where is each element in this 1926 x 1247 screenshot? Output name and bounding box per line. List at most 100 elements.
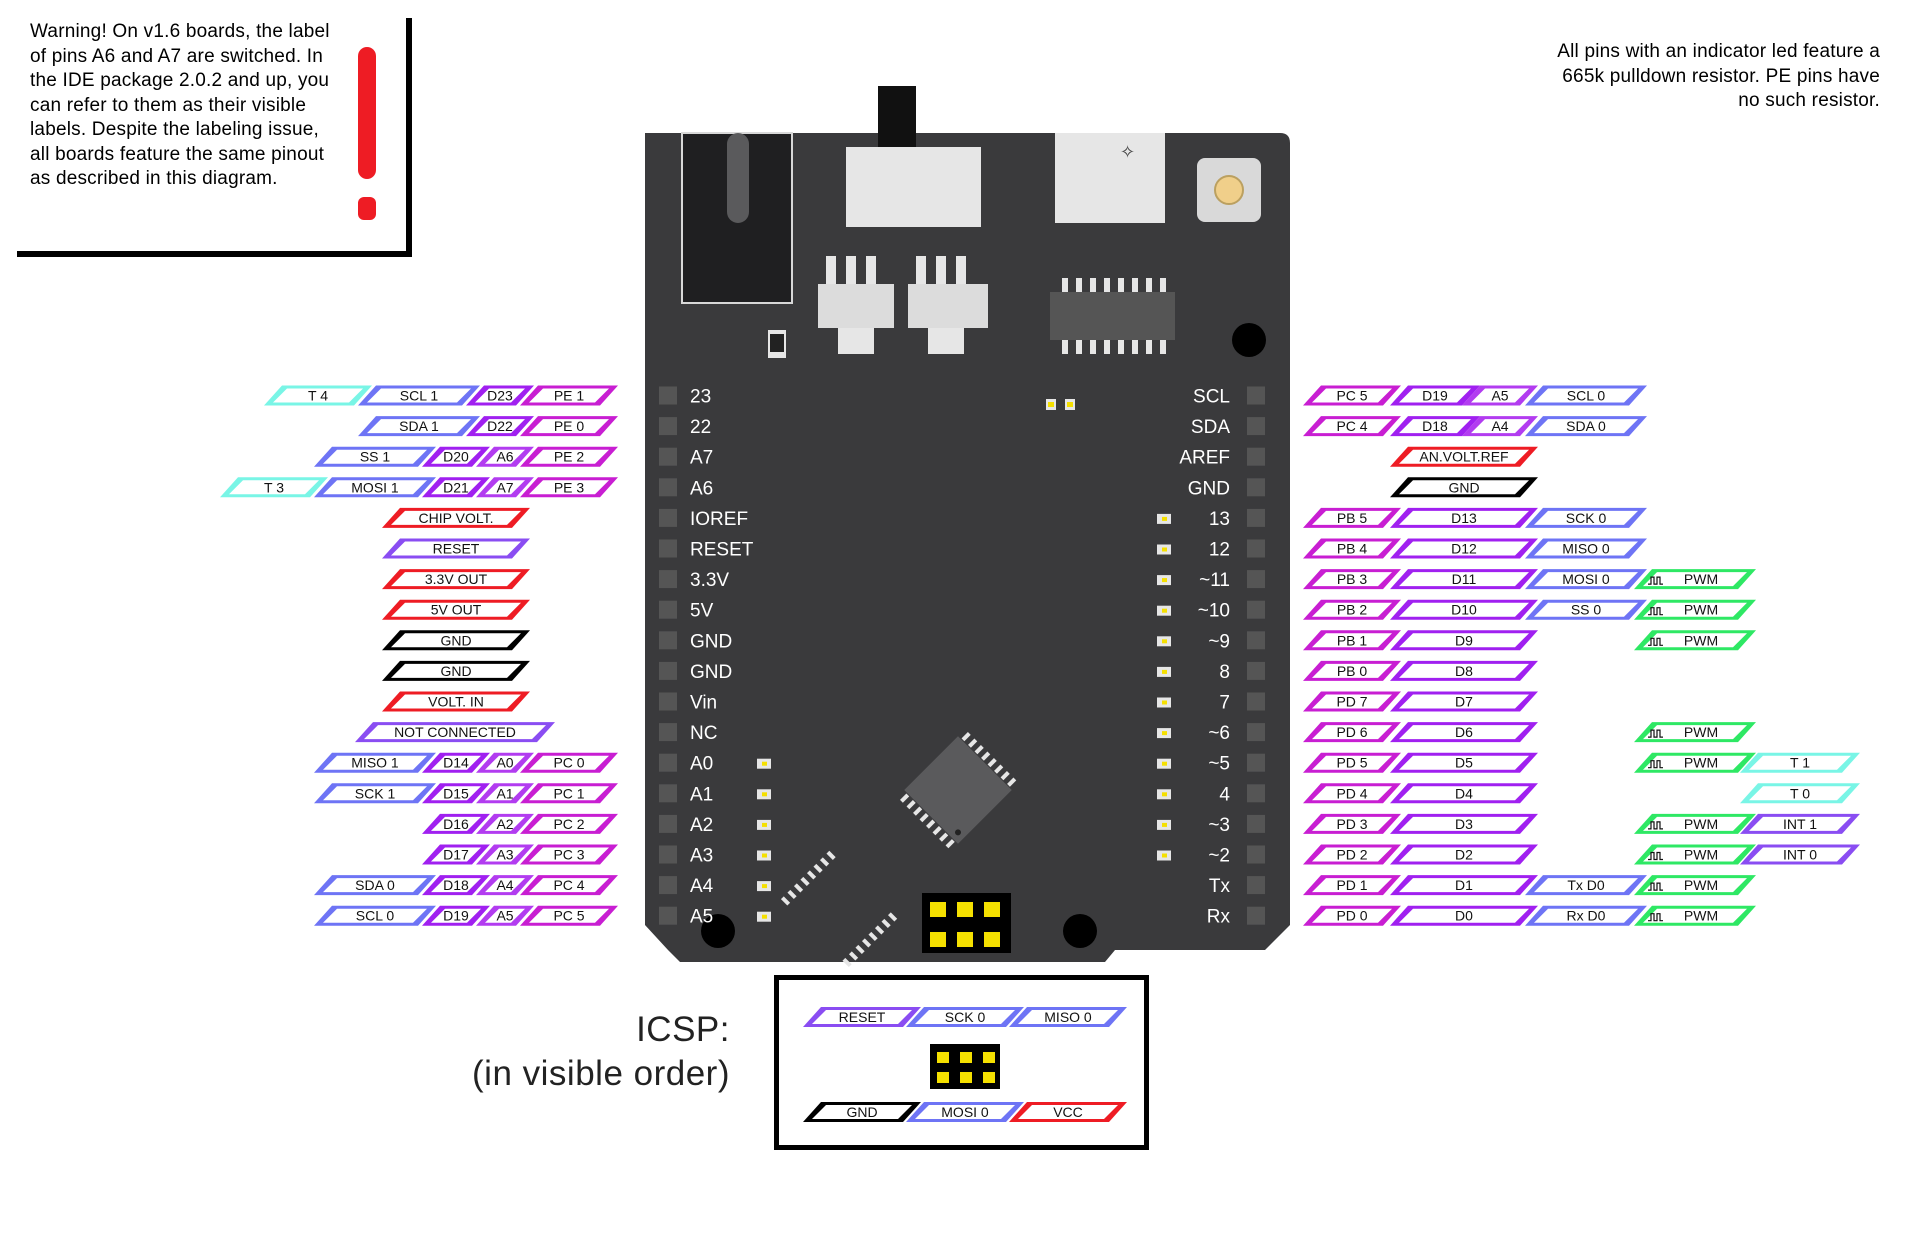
pin-label-aref: AREF — [1179, 448, 1230, 469]
pin-tag-inner — [529, 480, 609, 495]
chip-pin — [926, 819, 936, 829]
indicator-led-light — [1162, 792, 1167, 797]
pin-tag-text: PE 0 — [554, 418, 585, 434]
pin-label-vin: Vin — [690, 693, 717, 714]
pin-tag-text: SS 0 — [1571, 602, 1602, 618]
chip-pin — [919, 813, 929, 823]
pin-tag-inner — [1534, 388, 1638, 403]
pin-tag-inner — [1312, 663, 1392, 678]
pin-tag-d14: D14 — [422, 752, 490, 773]
pin-tag-text: PE 3 — [554, 479, 585, 495]
pin-tag-a0: A0 — [476, 752, 534, 773]
pin-tag-text: PWM — [1684, 755, 1718, 771]
pin-tag-pb-5: PB 5 — [1303, 507, 1401, 528]
indicator-led-light — [1162, 731, 1167, 736]
pin-label-11: ~11 — [1199, 570, 1230, 591]
pin-tag-chip-volt: CHIP VOLT. — [382, 507, 530, 528]
pin-tag-d9: D9 — [1390, 630, 1538, 651]
header-pin — [1247, 784, 1265, 803]
pin-tag-text: INT 1 — [1783, 816, 1817, 832]
pin-tag-text: PD 7 — [1336, 694, 1367, 710]
chip-pin — [981, 751, 991, 761]
pin-tag-inner — [1534, 510, 1638, 525]
chip-pin — [1160, 278, 1166, 292]
pin-tag-inner — [1534, 572, 1638, 587]
pin-label-scl: SCL — [1193, 387, 1230, 408]
pin-tag-int-1: INT 1 — [1740, 813, 1860, 834]
pin-tag-text: PC 0 — [553, 755, 584, 771]
pin-tag-inner — [431, 755, 481, 770]
pin-tag-text: D3 — [1455, 816, 1473, 832]
pin-label-gnd: GND — [690, 631, 732, 652]
pin-tag-a6: A6 — [476, 446, 534, 467]
reset-button-cap[interactable] — [1214, 175, 1244, 205]
pwm-icon — [1648, 913, 1663, 922]
pin-tag-inner — [1312, 725, 1392, 740]
pin-label-gnd: GND — [1188, 478, 1230, 499]
header-pin — [659, 845, 677, 864]
pin-tag-text: D11 — [1452, 571, 1477, 587]
pin-tag-text: SCK 0 — [1566, 510, 1607, 526]
pin-tag-text: A2 — [496, 816, 513, 832]
pin-label-a5: A5 — [690, 907, 713, 928]
pin-tag-inner — [431, 847, 481, 862]
pin-tag-pd-4: PD 4 — [1303, 783, 1401, 804]
indicator-led-light — [762, 822, 767, 827]
pin-tag-text: D6 — [1455, 724, 1473, 740]
chip-pin — [1118, 278, 1124, 292]
indicator-led-light — [762, 792, 767, 797]
indicator-led-light — [1162, 822, 1167, 827]
pin-tag-text: AN.VOLT.REF — [1419, 449, 1508, 465]
chip-pin — [1076, 278, 1082, 292]
pin-tag-text: D0 — [1455, 908, 1473, 924]
pin-tag-text: SCK 1 — [355, 785, 396, 801]
pin-tag-pwm: PWM — [1634, 875, 1756, 896]
chip-pin — [813, 863, 823, 874]
chip-pin — [961, 732, 971, 742]
pin-tag-text: SCL 1 — [400, 388, 439, 404]
pin-tag-inner — [529, 878, 609, 893]
pin-tag-text: SCL 0 — [1567, 388, 1606, 404]
pin-tag-inner — [1643, 755, 1747, 770]
pin-tag-text: PB 3 — [1337, 571, 1368, 587]
pin-tag-text: PWM — [1684, 816, 1718, 832]
pin-tag-pwm: PWM — [1634, 752, 1756, 773]
capacitor-inner — [770, 334, 784, 352]
chip-pin — [906, 800, 916, 810]
pin-tag-inner — [431, 480, 481, 495]
pin-tag-inner — [529, 908, 609, 923]
pin-tag-inner — [1399, 663, 1529, 678]
regulator-1 — [818, 256, 894, 354]
pin-tag-inner — [475, 388, 525, 403]
pin-tag-inner — [323, 480, 427, 495]
pin-tag-d15: D15 — [422, 783, 490, 804]
pin-tag-text: D22 — [487, 418, 513, 434]
header-pin — [659, 661, 677, 680]
pin-tag-inner — [323, 449, 427, 464]
chip-pin — [1000, 771, 1010, 781]
pin-tag-text: D15 — [443, 785, 469, 801]
pin-tag-pb-2: PB 2 — [1303, 599, 1401, 620]
chip-pin — [987, 758, 997, 768]
pin-label-gnd: GND — [690, 662, 732, 683]
warning-box — [17, 18, 412, 257]
pin-tag-inner — [1749, 755, 1851, 770]
pin-tag-text: T 0 — [1790, 785, 1810, 801]
pin-tag-inner — [1399, 694, 1529, 709]
pwm-icon — [1648, 637, 1663, 646]
chip-pin — [800, 876, 810, 887]
pin-tag-text: PD 3 — [1336, 816, 1367, 832]
header-pin — [659, 814, 677, 833]
header-pin — [659, 417, 677, 436]
pin-tag-inner — [1312, 694, 1392, 709]
pin-tag-text: D18 — [443, 877, 469, 893]
chip-pin — [855, 944, 865, 955]
pin-label-7: 7 — [1219, 693, 1230, 714]
pin-tag-inner — [367, 388, 471, 403]
pin-tag-inner — [1312, 878, 1392, 893]
pin-label-a1: A1 — [690, 784, 713, 805]
indicator-led-light — [1162, 761, 1167, 766]
pin-tag-scl-0: SCL 0 — [1525, 385, 1647, 406]
pin-tag-inner — [1643, 878, 1747, 893]
header-pin — [1247, 447, 1265, 466]
